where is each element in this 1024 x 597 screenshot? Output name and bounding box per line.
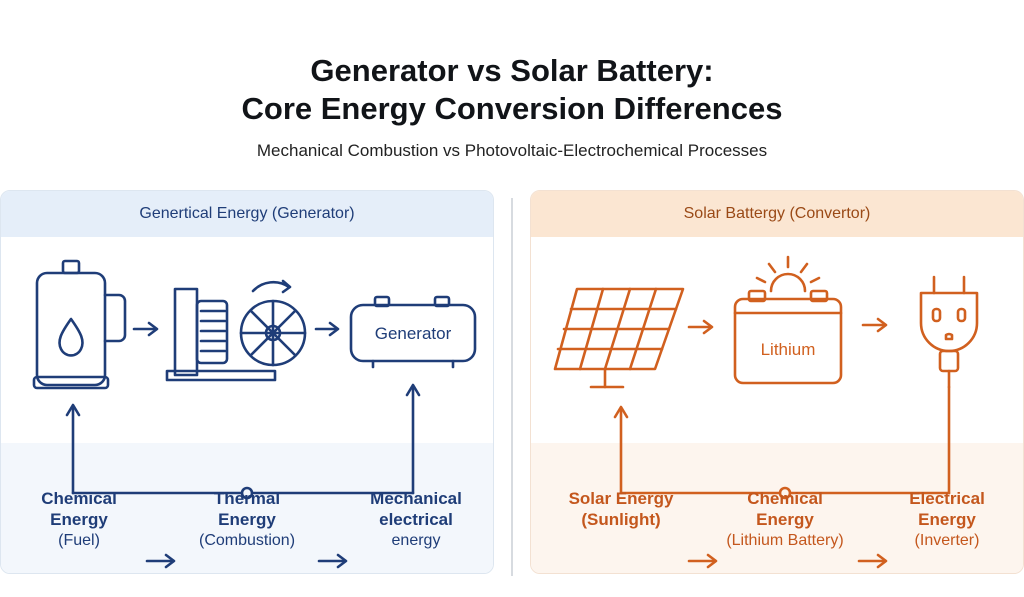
generator-label: Generator <box>375 324 452 343</box>
heat-engine-icon <box>165 279 307 382</box>
stage-solar-energy: Solar Energy (Sunlight) <box>551 488 691 530</box>
stage-name-2b: Energy <box>218 510 276 529</box>
stage-name-6: Electrical <box>909 489 985 508</box>
stage-desc-1: (Fuel) <box>58 532 100 549</box>
solar-panel-icon <box>553 287 685 389</box>
flow-arrow-3 <box>687 319 714 335</box>
solar-panel: Solar Battergy (Convertor) <box>530 190 1024 574</box>
stage-name-6b: Energy <box>918 510 976 529</box>
stage-mechanical: Mechanical electrical energy <box>346 488 486 551</box>
solar-stage-band <box>531 443 1023 573</box>
stage-name-1b: Energy <box>50 510 108 529</box>
solar-panel-header: Solar Battergy (Convertor) <box>531 191 1023 237</box>
flow-arrow-4 <box>861 317 888 333</box>
stage-chemical-battery: Chemical Energy (Lithium Battery) <box>715 488 855 551</box>
flow-arrow-1 <box>132 321 159 337</box>
fuel-tank-icon <box>32 259 127 390</box>
generator-icon-area: Generator <box>1 237 493 573</box>
stage-desc-5: (Lithium Battery) <box>726 532 844 549</box>
generator-panel: Genertical Energy (Generator) <box>0 190 494 574</box>
stage-name-3: Mechanical <box>370 489 462 508</box>
generator-stage-band <box>1 443 493 573</box>
stage-desc-6: (Inverter) <box>914 532 980 549</box>
page-title-line1: Generator vs Solar Battery: <box>310 53 714 88</box>
plug-icon <box>919 275 979 389</box>
feedback-loop <box>65 383 421 500</box>
page-title-line2: Core Energy Conversion Differences <box>241 91 783 126</box>
battery-label: Lithium <box>761 340 816 359</box>
stage-desc-3: energy <box>391 532 441 549</box>
stage-desc-2: (Combustion) <box>198 532 296 549</box>
stage-name-2: Thermal <box>213 489 281 508</box>
stage-chemical-fuel: Chemical Energy (Fuel) <box>9 488 149 551</box>
stage-name-5: Chemical <box>747 489 823 508</box>
battery-icon <box>733 255 843 385</box>
stage-name-5b: Energy <box>756 510 814 529</box>
solar-icon-area: Lithium <box>531 237 1023 573</box>
center-divider <box>511 198 513 576</box>
stage-thermal: Thermal Energy (Combustion) <box>177 488 317 551</box>
stage-name-1: Chemical <box>41 489 117 508</box>
stage-name-4b: (Sunlight) <box>581 510 661 529</box>
stage-name-3b: electrical <box>379 510 453 529</box>
generator-panel-header: Genertical Energy (Generator) <box>1 191 493 237</box>
page-subtitle: Mechanical Combustion vs Photovoltaic-El… <box>256 141 768 160</box>
stage-electrical: Electrical Energy (Inverter) <box>877 488 1017 551</box>
generator-icon <box>349 295 477 369</box>
solar-feedback-loop <box>613 385 951 500</box>
stage-name-4: Solar Energy <box>568 489 674 508</box>
flow-arrow-2 <box>314 321 340 337</box>
